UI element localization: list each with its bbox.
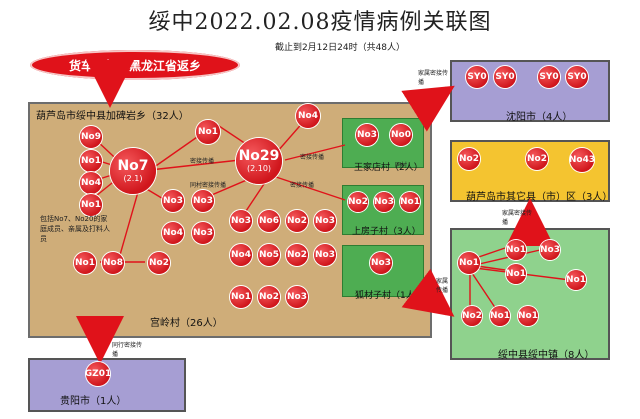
- case-node-no2-shang: No2: [348, 192, 368, 212]
- case-node-sz1: No1: [458, 252, 480, 274]
- case-node-sy4: SY0: [566, 66, 588, 88]
- case-node-no4-top: No4: [296, 104, 320, 128]
- case-node-no8: No8: [102, 252, 124, 274]
- case-node-no1a: No1: [80, 150, 102, 172]
- case-node-no3h: No3: [286, 286, 308, 308]
- case-node-no9: No9: [80, 126, 102, 148]
- label-huludao-note: 家属传播: [436, 278, 449, 294]
- case-node-no6a: No6: [258, 210, 280, 232]
- case-node-gz01: GZ01: [85, 362, 111, 386]
- case-node-no4: No4: [80, 172, 102, 194]
- case-node-no3g: No3: [314, 244, 336, 266]
- case-node-sz2: No1: [506, 240, 526, 260]
- label-close-contact-1: 密接传播: [190, 158, 215, 165]
- case-node-no3-shang: No3: [374, 192, 394, 212]
- case-node-no1b: No1: [80, 194, 102, 216]
- case-node-no3-wang: No3: [356, 124, 378, 146]
- case-node-no7: No7(2.1): [110, 148, 156, 194]
- case-node-hl3: No43: [569, 148, 595, 172]
- case-node-no1e: No1: [230, 286, 252, 308]
- case-node-no1-left: No1: [74, 252, 96, 274]
- case-node-no4b: No4: [162, 222, 184, 244]
- origin-banner: 货车司机从黑龙江省返乡: [30, 50, 240, 80]
- label-close-contact-2: 密接传播: [300, 154, 325, 161]
- case-node-no29: No29(2.10): [236, 138, 282, 184]
- case-node-no1c: No1: [196, 120, 220, 144]
- case-node-no2: No2: [148, 252, 170, 274]
- label-family-contact: 家属密接传播: [418, 70, 449, 86]
- label-guiyang-note: 同行密接传播: [112, 342, 143, 358]
- panel-suizhongzhen-title: 绥中县绥中镇（8人）: [498, 350, 595, 361]
- case-node-sz4: No3: [540, 240, 560, 260]
- panel-wangjiadian-title: 王家店村（2人）: [354, 163, 423, 173]
- panel-huludao-title: 葫芦岛市其它县（市）区（3人）: [466, 192, 613, 203]
- panel-shenyang-title: 沈阳市（4人）: [506, 112, 573, 123]
- case-node-no4c: No4: [230, 244, 252, 266]
- case-node-no2d: No2: [286, 244, 308, 266]
- case-node-sz5: No2: [462, 306, 482, 326]
- label-close-contact-3: 密接传播: [290, 182, 315, 189]
- case-node-no2c: No2: [286, 210, 308, 232]
- case-node-sz6: No1: [490, 306, 510, 326]
- case-node-no0-wang: No0: [390, 124, 412, 146]
- case-node-no3b: No3: [192, 190, 214, 212]
- label-same-village: 同村密接传播: [190, 182, 227, 189]
- case-node-no3-hu: No3: [370, 252, 392, 274]
- case-node-no3c: No3: [192, 222, 214, 244]
- panel-gangling-title: 宫岭村（26人）: [150, 318, 223, 329]
- label-family-contact-2: 家属密接传播: [502, 210, 533, 226]
- case-node-no5a: No5: [258, 244, 280, 266]
- panel-main-title: 葫芦岛市绥中县加碑岩乡（32人）: [36, 111, 189, 122]
- panel-shangfangzi-title: 上房子村（3人）: [352, 227, 421, 237]
- case-node-hl2: No2: [526, 148, 548, 170]
- label-family-note: 包括No7、No20的家庭成员、亲属及打料人员: [40, 215, 110, 243]
- panel-suizhongzhen: [450, 228, 610, 360]
- case-node-no3d: No3: [230, 210, 252, 232]
- case-node-sz3: No1: [506, 264, 526, 284]
- page-title: 绥中2022.02.08疫情病例关联图: [148, 10, 492, 35]
- case-node-sy3: SY0: [538, 66, 560, 88]
- page-subtitle: 截止到2月12日24时（共48人）: [274, 43, 406, 53]
- case-node-sz8: No1: [566, 270, 586, 290]
- panel-guiyang-title: 贵阳市（1人）: [60, 396, 127, 407]
- case-node-sz7: No1: [518, 306, 538, 326]
- case-node-no3a: No3: [162, 190, 184, 212]
- case-node-hl1: No2: [458, 148, 480, 170]
- case-node-sy1: SY0: [466, 66, 488, 88]
- case-node-no1-shang: No1: [400, 192, 420, 212]
- case-node-sy2: SY0: [494, 66, 516, 88]
- case-node-no2e: No2: [258, 286, 280, 308]
- case-node-no3e: No3: [314, 210, 336, 232]
- label-shanxi: 同村: [395, 162, 408, 169]
- panel-shihezi-title: 狐材子村（1人）: [355, 291, 424, 301]
